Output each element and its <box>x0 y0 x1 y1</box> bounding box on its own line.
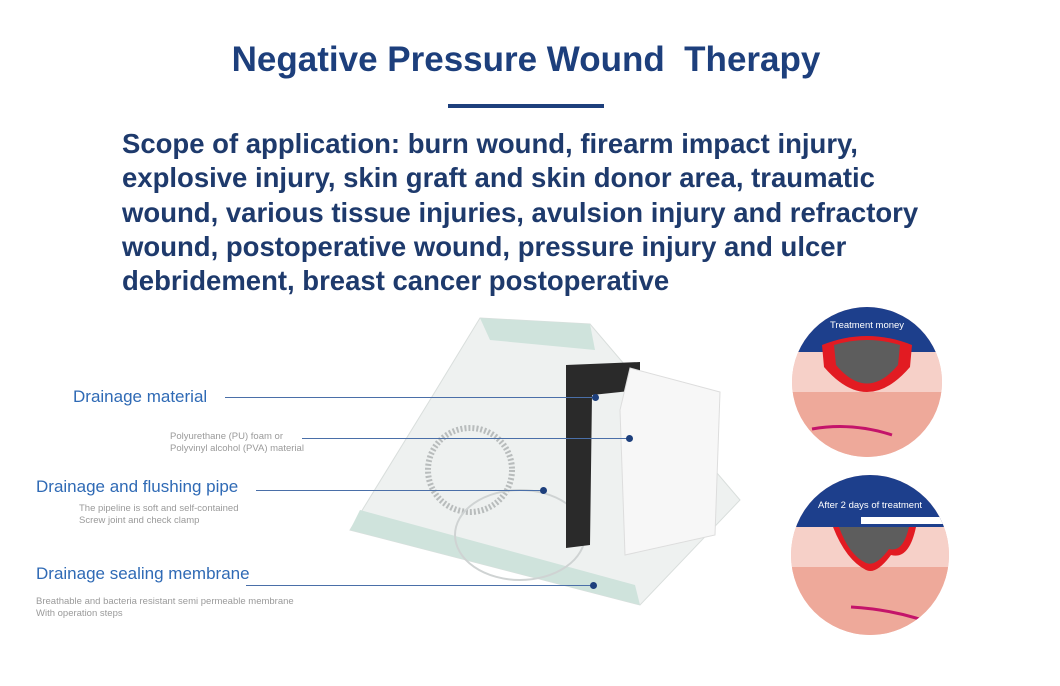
marker-dot <box>590 582 597 589</box>
scope-line: debridement, breast cancer postoperative <box>122 265 670 297</box>
diagram-title: Treatment money <box>829 320 905 331</box>
component-label: Drainage sealing membrane <box>36 564 250 583</box>
wound-after-diagram: After 2 days of treatment <box>791 475 949 635</box>
marker-dot <box>540 487 547 494</box>
component-label: Drainage material <box>73 387 208 406</box>
component-desc: Breathable and bacteria resistant semi p… <box>36 596 294 619</box>
scope-of-application: Scope of application: burn wound, firear… <box>122 127 1022 298</box>
component-desc: The pipeline is soft and self-contained … <box>79 503 239 526</box>
product-image <box>349 317 741 606</box>
page-title: Negative Pressure Wound Therapy <box>231 40 821 79</box>
wound-before-diagram: Treatment money <box>792 307 942 457</box>
component-desc: Polyurethane (PU) foam or Polyvinyl alco… <box>170 431 304 454</box>
leader-line <box>256 490 541 491</box>
scope-line: wound, postoperative wound, pressure inj… <box>122 230 847 262</box>
scope-line: wound, various tissue injuries, avulsion… <box>122 196 919 228</box>
scope-line: Scope of application: burn wound, firear… <box>122 128 858 159</box>
scope-line: explosive injury, skin graft and skin do… <box>122 162 875 194</box>
diagram-title: After 2 days of treatment <box>817 500 923 511</box>
marker-dot <box>626 435 633 442</box>
title-underline <box>448 104 604 108</box>
component-label: Drainage and flushing pipe <box>36 477 239 496</box>
marker-dot <box>592 394 599 401</box>
leader-line <box>246 585 591 586</box>
leader-line <box>302 438 627 439</box>
leader-line <box>225 397 595 398</box>
